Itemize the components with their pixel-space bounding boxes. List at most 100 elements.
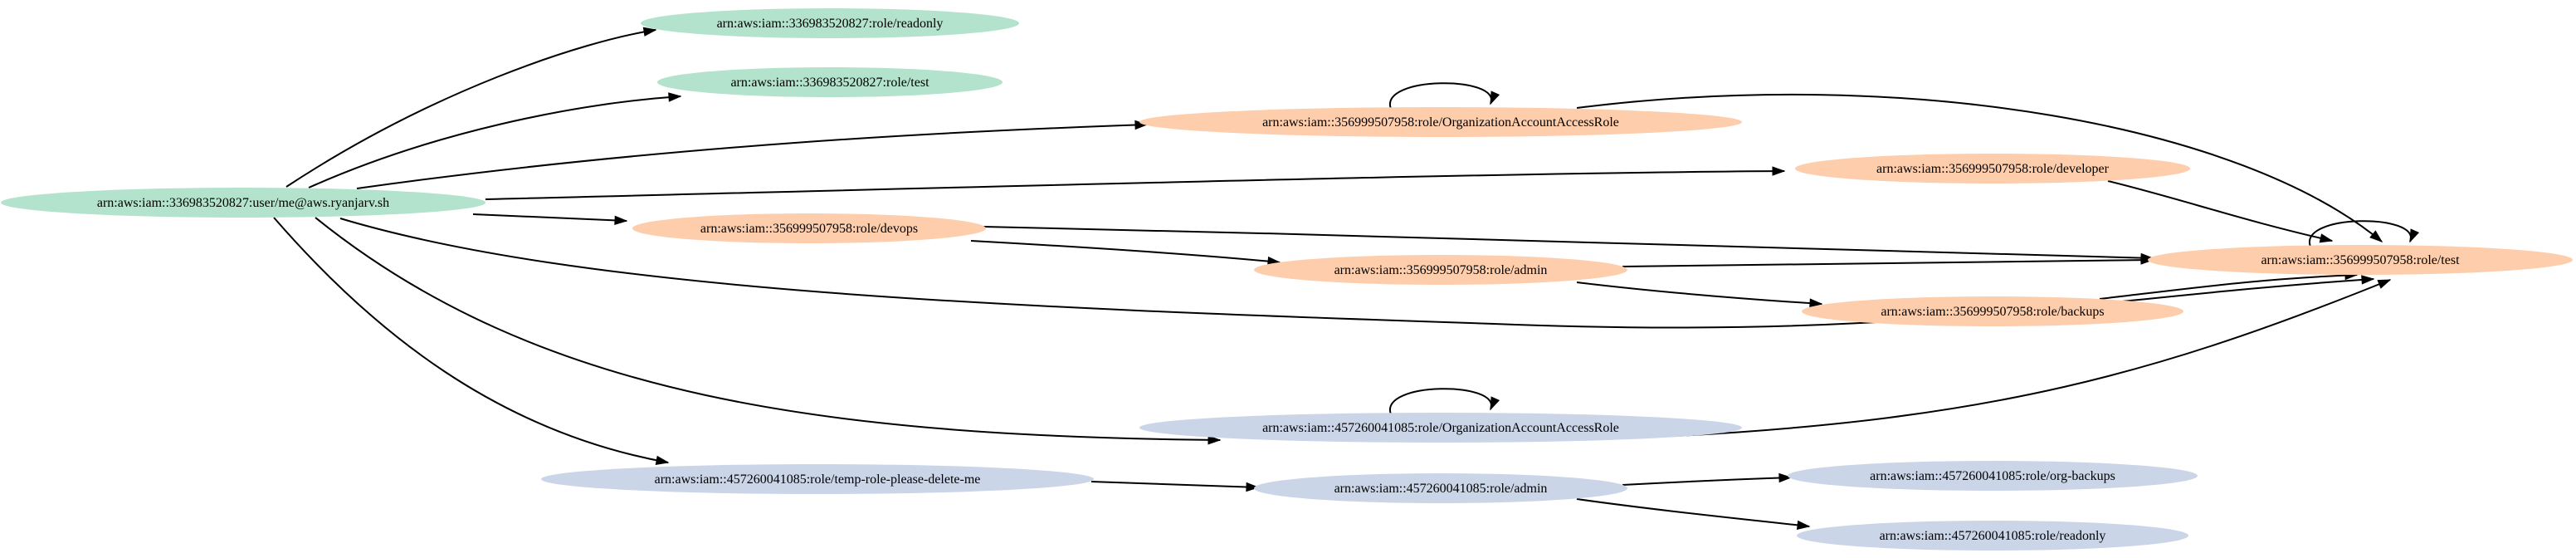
node-ellipse[interactable]	[1797, 521, 2188, 551]
arrowhead-icon	[1809, 298, 1823, 308]
arrowhead-icon	[1796, 520, 1811, 531]
edge-r457_temp-to-r457_admin	[1090, 481, 1260, 492]
node-ellipse[interactable]	[1, 188, 485, 218]
edge-user_me-to-r457_oaar	[315, 217, 1222, 445]
nodes-layer: arn:aws:iam::336983520827:user/me@aws.ry…	[1, 8, 2573, 551]
edge-line	[308, 95, 681, 188]
node-label: arn:aws:iam::336983520827:role/readonly	[717, 17, 944, 31]
edge-r356_admin-to-r356_test	[1622, 255, 2154, 267]
node-label: arn:aws:iam::356999507958:role/admin	[1334, 263, 1548, 277]
edge-user_me-to-r336_readonly	[285, 27, 657, 188]
edge-line	[1576, 498, 1810, 527]
edges-layer	[273, 27, 2420, 531]
node-r457_readonly[interactable]: arn:aws:iam::457260041085:role/readonly	[1797, 521, 2188, 551]
node-label: arn:aws:iam::336983520827:user/me@aws.ry…	[97, 196, 389, 210]
edge-r356_oaar-to-r356_test	[1576, 93, 2383, 242]
edge-r356_admin-to-r356_backups	[1576, 281, 1823, 308]
edge-user_me-to-r356_developer	[485, 166, 1786, 200]
node-r457_orgbackups[interactable]: arn:aws:iam::457260041085:role/org-backu…	[1788, 461, 2198, 491]
node-r356_admin[interactable]: arn:aws:iam::356999507958:role/admin	[1254, 255, 1627, 285]
node-ellipse[interactable]	[541, 464, 1094, 494]
node-r356_test[interactable]: arn:aws:iam::356999507958:role/test	[2148, 245, 2573, 275]
edge-r457_admin-to-r457_readonly	[1576, 498, 1811, 531]
node-r356_developer[interactable]: arn:aws:iam::356999507958:role/developer	[1795, 154, 2190, 184]
edge-line	[983, 226, 2154, 259]
node-label: arn:aws:iam::457260041085:role/admin	[1334, 482, 1548, 496]
arrowhead-icon	[2369, 230, 2383, 242]
node-ellipse[interactable]	[632, 213, 986, 243]
node-r457_admin[interactable]: arn:aws:iam::457260041085:role/admin	[1254, 473, 1627, 503]
node-ellipse[interactable]	[657, 67, 1003, 97]
node-ellipse[interactable]	[1139, 107, 1742, 137]
arrowhead-icon	[1490, 91, 1500, 105]
arrowhead-icon	[1490, 396, 1500, 411]
edge-line	[1622, 477, 1792, 486]
node-r356_devops[interactable]: arn:aws:iam::356999507958:role/devops	[632, 213, 986, 243]
node-ellipse[interactable]	[1139, 413, 1742, 443]
edge-line	[1389, 82, 1492, 110]
arrowhead-icon	[2319, 233, 2334, 243]
edge-line	[2309, 220, 2412, 247]
arrowhead-icon	[2409, 228, 2420, 243]
edge-r356_devops-to-r356_test	[983, 226, 2154, 263]
node-r457_oaar[interactable]: arn:aws:iam::457260041085:role/Organizat…	[1139, 413, 1742, 443]
node-label: arn:aws:iam::356999507958:role/Organizat…	[1262, 115, 1619, 130]
node-r336_test[interactable]: arn:aws:iam::336983520827:role/test	[657, 67, 1003, 97]
arrowhead-icon	[655, 455, 670, 466]
edge-line	[285, 29, 656, 188]
edge-line	[1090, 481, 1259, 488]
arrowhead-icon	[614, 215, 628, 226]
arrowhead-icon	[2140, 255, 2154, 265]
edge-line	[1576, 93, 2383, 242]
edge-line	[1622, 259, 2154, 267]
arrowhead-icon	[642, 27, 657, 37]
edge-r457_oaar-to-r457_oaar	[1389, 388, 1500, 415]
arrowhead-icon	[2377, 279, 2392, 289]
node-ellipse[interactable]	[1788, 461, 2198, 491]
edge-line	[472, 213, 627, 222]
node-label: arn:aws:iam::457260041085:role/Organizat…	[1262, 421, 1619, 435]
edge-r356_developer-to-r356_test	[2107, 180, 2334, 243]
node-r356_oaar[interactable]: arn:aws:iam::356999507958:role/Organizat…	[1139, 107, 1742, 137]
arrowhead-icon	[1772, 166, 1786, 176]
edge-line	[356, 124, 1148, 189]
node-user_me[interactable]: arn:aws:iam::336983520827:user/me@aws.ry…	[1, 188, 485, 218]
edge-line	[2099, 274, 2358, 300]
arrowhead-icon	[2361, 275, 2375, 285]
node-label: arn:aws:iam::356999507958:role/test	[2261, 253, 2460, 267]
edge-line	[1576, 281, 1822, 305]
edge-user_me-to-r457_temp	[273, 217, 670, 466]
edge-r356_devops-to-r356_admin	[970, 240, 1281, 267]
edge-line	[485, 170, 1785, 200]
node-ellipse[interactable]	[1254, 473, 1627, 503]
edge-r356_oaar-to-r356_oaar	[1389, 82, 1500, 110]
edge-user_me-to-r356_devops	[472, 213, 628, 226]
edge-line	[970, 240, 1281, 263]
edge-line	[2107, 180, 2333, 242]
arrowhead-icon	[1778, 472, 1793, 483]
node-ellipse[interactable]	[1254, 255, 1627, 285]
node-label: arn:aws:iam::356999507958:role/backups	[1881, 305, 2104, 319]
edge-line	[273, 217, 669, 463]
node-ellipse[interactable]	[641, 8, 1019, 38]
node-r356_backups[interactable]: arn:aws:iam::356999507958:role/backups	[1802, 296, 2183, 326]
edge-r356_backups-to-r356_test	[2099, 270, 2359, 300]
edge-user_me-to-r336_test	[308, 92, 682, 188]
edge-r457_admin-to-r457_orgbackups	[1622, 472, 1793, 486]
node-label: arn:aws:iam::356999507958:role/developer	[1876, 162, 2110, 176]
edge-r356_test-to-r356_test	[2309, 220, 2420, 247]
node-label: arn:aws:iam::356999507958:role/devops	[700, 222, 918, 236]
node-label: arn:aws:iam::457260041085:role/readonly	[1880, 529, 2106, 543]
node-ellipse[interactable]	[1795, 154, 2190, 184]
node-ellipse[interactable]	[2148, 245, 2573, 275]
node-label: arn:aws:iam::336983520827:role/test	[730, 76, 929, 90]
arrowhead-icon	[668, 92, 682, 102]
edge-r457_oaar-to-r356_test	[1676, 279, 2392, 437]
edge-line	[315, 217, 1221, 441]
node-label: arn:aws:iam::457260041085:role/org-backu…	[1870, 469, 2115, 483]
node-ellipse[interactable]	[1802, 296, 2183, 326]
edge-line	[1389, 388, 1492, 415]
node-r336_readonly[interactable]: arn:aws:iam::336983520827:role/readonly	[641, 8, 1019, 38]
node-r457_temp[interactable]: arn:aws:iam::457260041085:role/temp-role…	[541, 464, 1094, 494]
